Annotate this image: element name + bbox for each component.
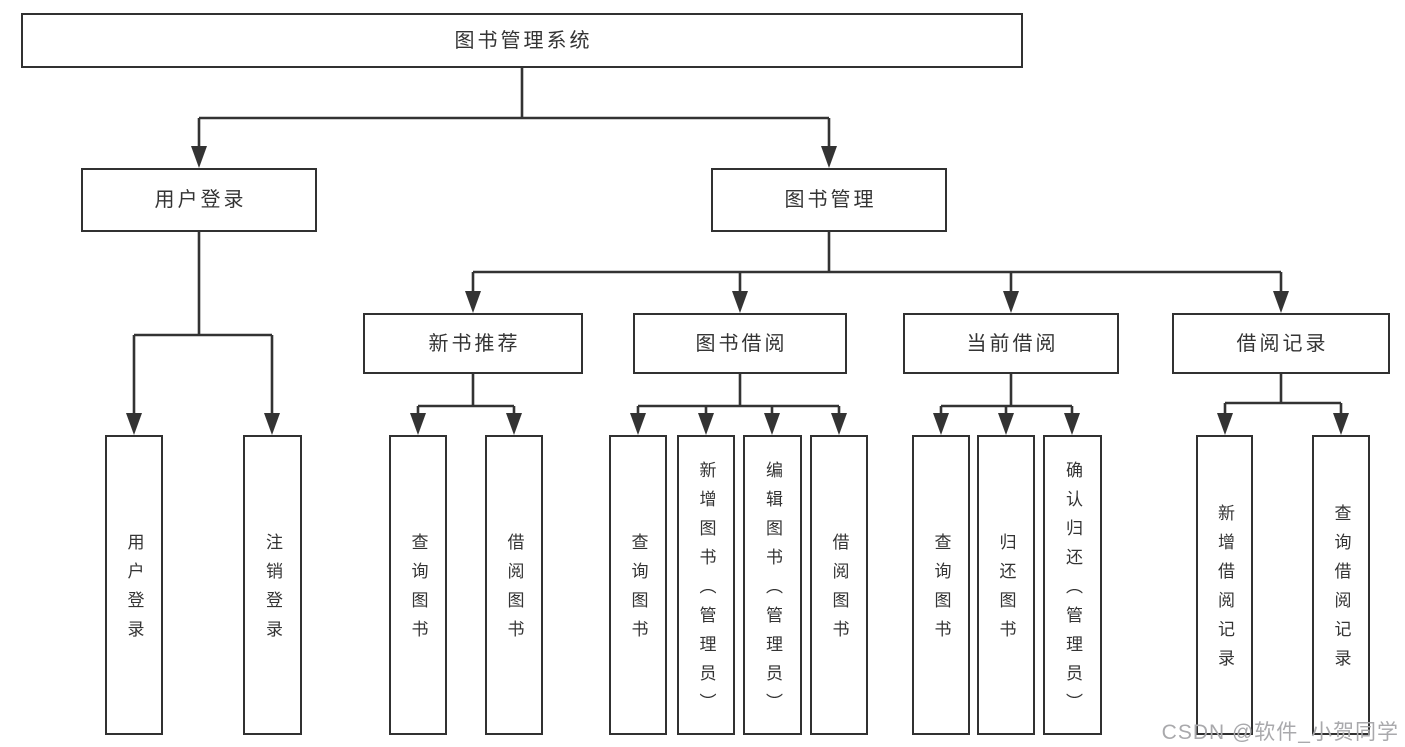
node-borrow-record-label: 借阅记录 (1236, 332, 1329, 355)
arrow-down-icon (264, 413, 280, 435)
leaf-edit-book-admin-label: 编辑图书（管理员） (763, 460, 782, 722)
leaf-confirm-return-admin-label: 确认归还（管理员） (1063, 460, 1082, 722)
arrow-down-icon (732, 291, 748, 313)
leaf-borrow-book: 借阅图书 (810, 435, 868, 735)
leaf-query-borrow-record-label: 查询借阅记录 (1331, 504, 1351, 678)
leaf-edit-book-admin: 编辑图书（管理员） (743, 435, 802, 735)
arrow-down-icon (1333, 413, 1349, 435)
arrow-down-icon (191, 146, 207, 168)
leaf-recommend-query-book: 查询图书 (389, 435, 447, 735)
arrow-down-icon (831, 413, 847, 435)
leaf-borrow-query-book: 查询图书 (609, 435, 667, 735)
node-root: 图书管理系统 (21, 13, 1023, 68)
leaf-logout-label: 注销登录 (263, 533, 282, 649)
leaf-borrow-book-label: 借阅图书 (829, 533, 849, 649)
arrow-down-icon (506, 413, 522, 435)
node-borrow-record: 借阅记录 (1172, 313, 1390, 374)
arrow-down-icon (998, 413, 1014, 435)
node-new-book-recommend: 新书推荐 (363, 313, 583, 374)
leaf-recommend-query-book-label: 查询图书 (408, 533, 428, 649)
node-user-login: 用户登录 (81, 168, 317, 232)
node-current-borrow-label: 当前借阅 (966, 332, 1059, 355)
arrow-down-icon (465, 291, 481, 313)
node-current-borrow: 当前借阅 (903, 313, 1119, 374)
arrow-down-icon (933, 413, 949, 435)
arrow-down-icon (630, 413, 646, 435)
arrow-down-icon (1064, 413, 1080, 435)
leaf-borrow-query-book-label: 查询图书 (628, 533, 648, 649)
leaf-add-book-admin-label: 新增图书（管理员） (696, 460, 716, 722)
leaf-add-borrow-record-label: 新增借阅记录 (1215, 504, 1234, 678)
node-book-management-label: 图书管理 (784, 189, 877, 211)
leaf-return-book: 归还图书 (977, 435, 1035, 735)
leaf-user-login: 用户登录 (105, 435, 163, 735)
leaf-user-login-label: 用户登录 (124, 533, 144, 649)
arrow-down-icon (410, 413, 426, 435)
arrow-down-icon (1273, 291, 1289, 313)
leaf-current-query-book: 查询图书 (912, 435, 970, 735)
arrowheads (126, 146, 1349, 435)
leaf-add-borrow-record: 新增借阅记录 (1196, 435, 1253, 735)
leaf-recommend-borrow-book: 借阅图书 (485, 435, 543, 735)
arrow-down-icon (126, 413, 142, 435)
node-book-borrow-label: 图书借阅 (695, 332, 788, 355)
node-book-borrow: 图书借阅 (633, 313, 847, 374)
node-root-label: 图书管理系统 (454, 29, 593, 52)
arrow-down-icon (698, 413, 714, 435)
node-new-book-recommend-label: 新书推荐 (428, 332, 521, 355)
leaf-add-book-admin: 新增图书（管理员） (677, 435, 735, 735)
leaf-current-query-book-label: 查询图书 (931, 533, 951, 649)
watermark: CSDN @软件_小贺同学 (1161, 721, 1399, 744)
arrow-down-icon (1003, 291, 1019, 313)
leaf-query-borrow-record: 查询借阅记录 (1312, 435, 1370, 735)
node-user-login-label: 用户登录 (154, 189, 247, 211)
arrow-down-icon (821, 146, 837, 168)
arrow-down-icon (1217, 413, 1233, 435)
leaf-confirm-return-admin: 确认归还（管理员） (1043, 435, 1102, 735)
leaf-recommend-borrow-book-label: 借阅图书 (504, 533, 524, 649)
leaf-return-book-label: 归还图书 (996, 533, 1016, 649)
leaf-logout: 注销登录 (243, 435, 302, 735)
node-book-management: 图书管理 (711, 168, 947, 232)
arrow-down-icon (764, 413, 780, 435)
